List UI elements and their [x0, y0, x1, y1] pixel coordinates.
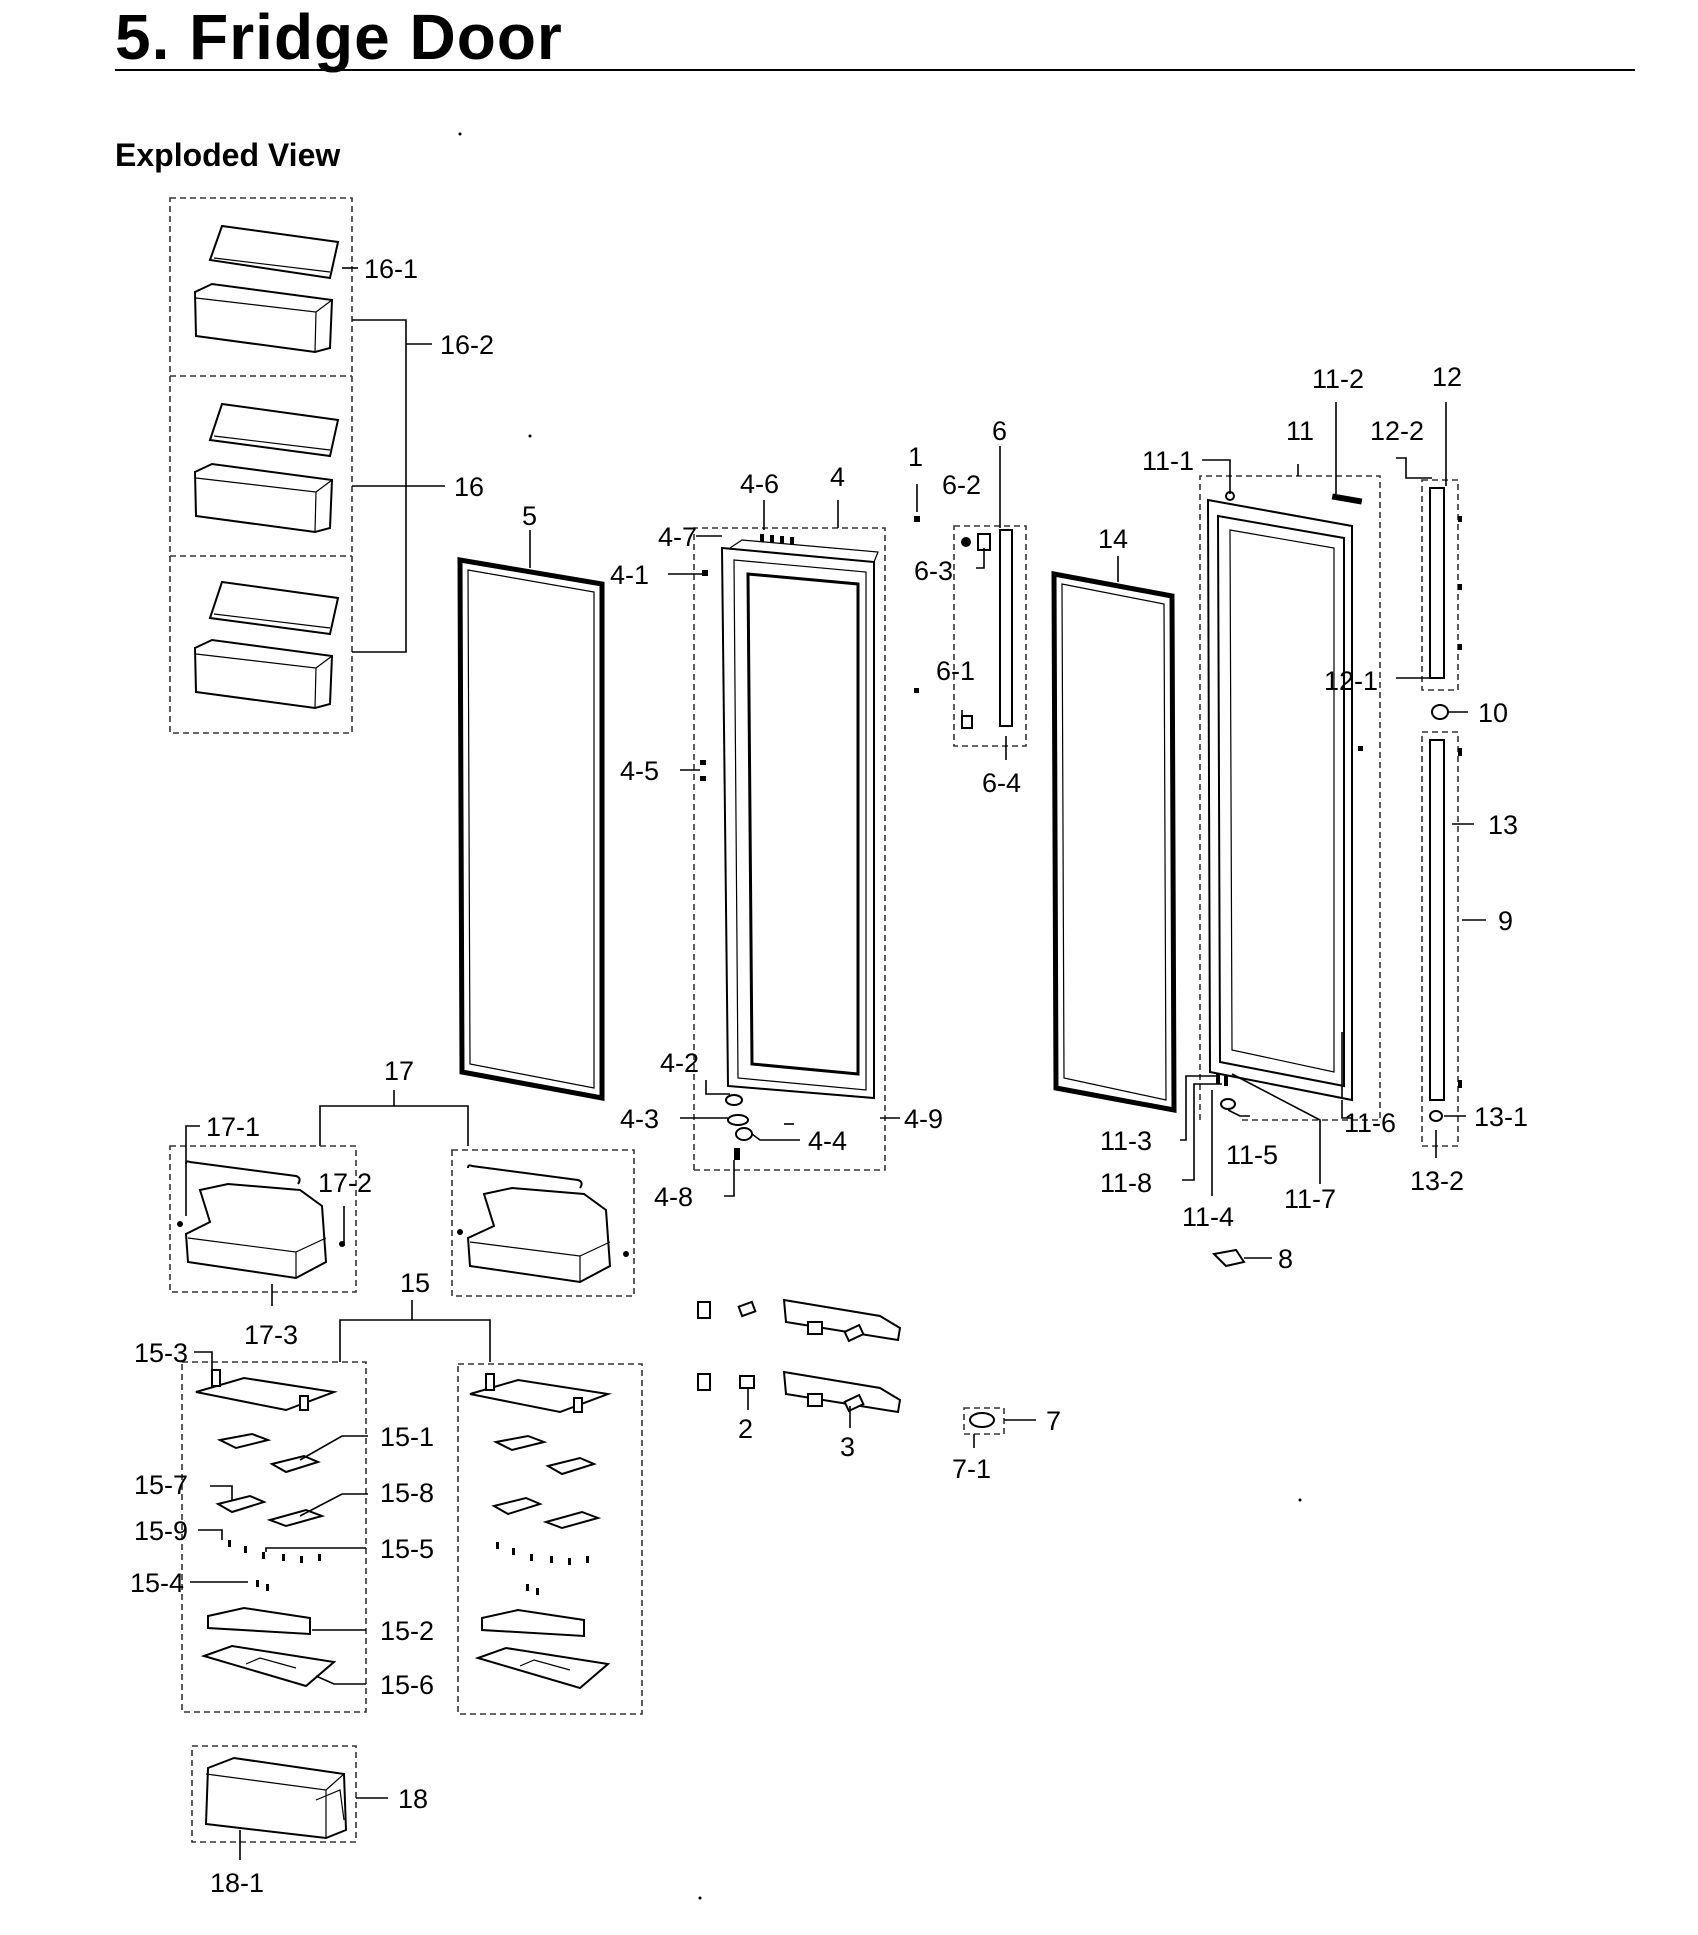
callout-12-1: 12-1	[1324, 666, 1378, 696]
part-1	[914, 516, 920, 522]
tray-assembly-group-15: 15	[130, 1268, 643, 1715]
callout-15-7: 15-7	[134, 1470, 188, 1500]
callout-11: 11	[1286, 416, 1314, 446]
callout-2: 2	[738, 1414, 753, 1444]
callout-6-3: 6-3	[914, 556, 953, 586]
callout-11-4: 11-4	[1182, 1202, 1234, 1232]
callout-6-2: 6-2	[942, 470, 981, 500]
callout-11-6: 11-6	[1344, 1108, 1396, 1138]
callout-15-4: 15-4	[130, 1568, 184, 1598]
callout-15-6: 15-6	[380, 1670, 434, 1700]
callout-12-2: 12-2	[1370, 416, 1424, 446]
callout-17-1: 17-1	[206, 1112, 260, 1142]
scan-dot	[698, 1896, 702, 1900]
callout-7-1: 7-1	[952, 1454, 991, 1484]
callout-13-1: 13-1	[1474, 1102, 1528, 1132]
callout-15: 15	[400, 1268, 430, 1298]
callout-15-1: 15-1	[380, 1422, 434, 1452]
callout-17: 17	[384, 1056, 414, 1086]
door-gasket-14: 14	[1051, 524, 1177, 1114]
callout-7: 7	[1046, 1406, 1061, 1436]
callout-11-1: 11-1	[1142, 446, 1194, 476]
callout-13: 13	[1488, 810, 1518, 840]
callout-17-2: 17-2	[318, 1168, 372, 1198]
door-bin-cover-16-1	[208, 224, 340, 280]
callout-11-2: 11-2	[1312, 364, 1364, 394]
scan-dot	[1298, 1498, 1302, 1502]
section-subtitle: Exploded View	[115, 137, 341, 173]
callout-9: 9	[1498, 906, 1513, 936]
callout-17-3: 17-3	[244, 1320, 298, 1350]
callout-6-1: 6-1	[936, 656, 975, 686]
page-title: 5. Fridge Door	[115, 1, 563, 73]
callout-1: 1	[908, 442, 923, 472]
hinge-assembly-6: 6 6-2 6-3 6-1 6-4	[914, 416, 1027, 798]
callout-8: 8	[1278, 1244, 1293, 1274]
part-7: 7 7-1	[952, 1406, 1061, 1484]
callout-15-3: 15-3	[134, 1338, 188, 1368]
callout-11-8: 11-8	[1100, 1168, 1152, 1198]
callout-11-3: 11-3	[1100, 1126, 1152, 1156]
callout-11-7: 11-7	[1284, 1184, 1336, 1214]
callout-4-8: 4-8	[654, 1182, 693, 1212]
hinge-brackets-2-3: 2 3	[697, 1298, 902, 1462]
part-8: 8	[1211, 1244, 1293, 1274]
door-liner-11: 11 11-1 11-2 11-3 11-8 11-5 11-4 11-7 11…	[1100, 364, 1396, 1232]
door-gasket-5: 5	[457, 501, 605, 1102]
callout-18-1: 18-1	[210, 1868, 264, 1898]
door-bin-18: 18 18-1	[191, 1745, 428, 1898]
door-basket-group-17: 17 17-1 17-2 17-3	[169, 1056, 635, 1350]
callout-4-5: 4-5	[620, 756, 659, 786]
title-rule	[115, 69, 1635, 71]
door-bin-16-2	[193, 282, 334, 354]
callout-6-4: 6-4	[982, 768, 1021, 798]
callout-4-3: 4-3	[620, 1104, 659, 1134]
screw	[914, 688, 919, 693]
callout-14: 14	[1098, 524, 1128, 554]
callout-15-9: 15-9	[134, 1516, 188, 1546]
callout-3: 3	[840, 1432, 855, 1462]
callout-4-1: 4-1	[610, 560, 649, 590]
door-trim-13: 13 9 13-1 13-2	[1410, 731, 1528, 1196]
callout-6: 6	[992, 416, 1007, 446]
cap-10: 10	[1431, 698, 1508, 728]
callout-16-2: 16-2	[440, 330, 494, 360]
callout-5: 5	[522, 501, 537, 531]
callout-4-4: 4-4	[808, 1126, 847, 1156]
callout-15-2: 15-2	[380, 1616, 434, 1646]
scan-dot	[528, 434, 532, 438]
callout-4-7: 4-7	[658, 522, 697, 552]
door-bin-group-16: 16-1 16-2 16	[169, 197, 494, 734]
callout-4-9: 4-9	[904, 1104, 943, 1134]
callout-16-1: 16-1	[364, 254, 418, 284]
callout-4-6: 4-6	[740, 469, 779, 499]
callout-16: 16	[454, 472, 484, 502]
door-trim-12: 12 12-2 12-1	[1324, 362, 1462, 696]
callout-13-2: 13-2	[1410, 1166, 1464, 1196]
callout-15-5: 15-5	[380, 1534, 434, 1564]
scan-dot	[458, 132, 462, 136]
callout-11-5: 11-5	[1226, 1140, 1278, 1170]
callout-10: 10	[1478, 698, 1508, 728]
door-assembly-4: 4-6 4 4-7 4-1 4-5 4-2 4-3 4-4 4-9 4-8	[610, 462, 943, 1212]
callout-12: 12	[1432, 362, 1462, 392]
callout-4: 4	[830, 462, 845, 492]
callout-15-8: 15-8	[380, 1478, 434, 1508]
callout-4-2: 4-2	[660, 1048, 699, 1078]
callout-18: 18	[398, 1784, 428, 1814]
